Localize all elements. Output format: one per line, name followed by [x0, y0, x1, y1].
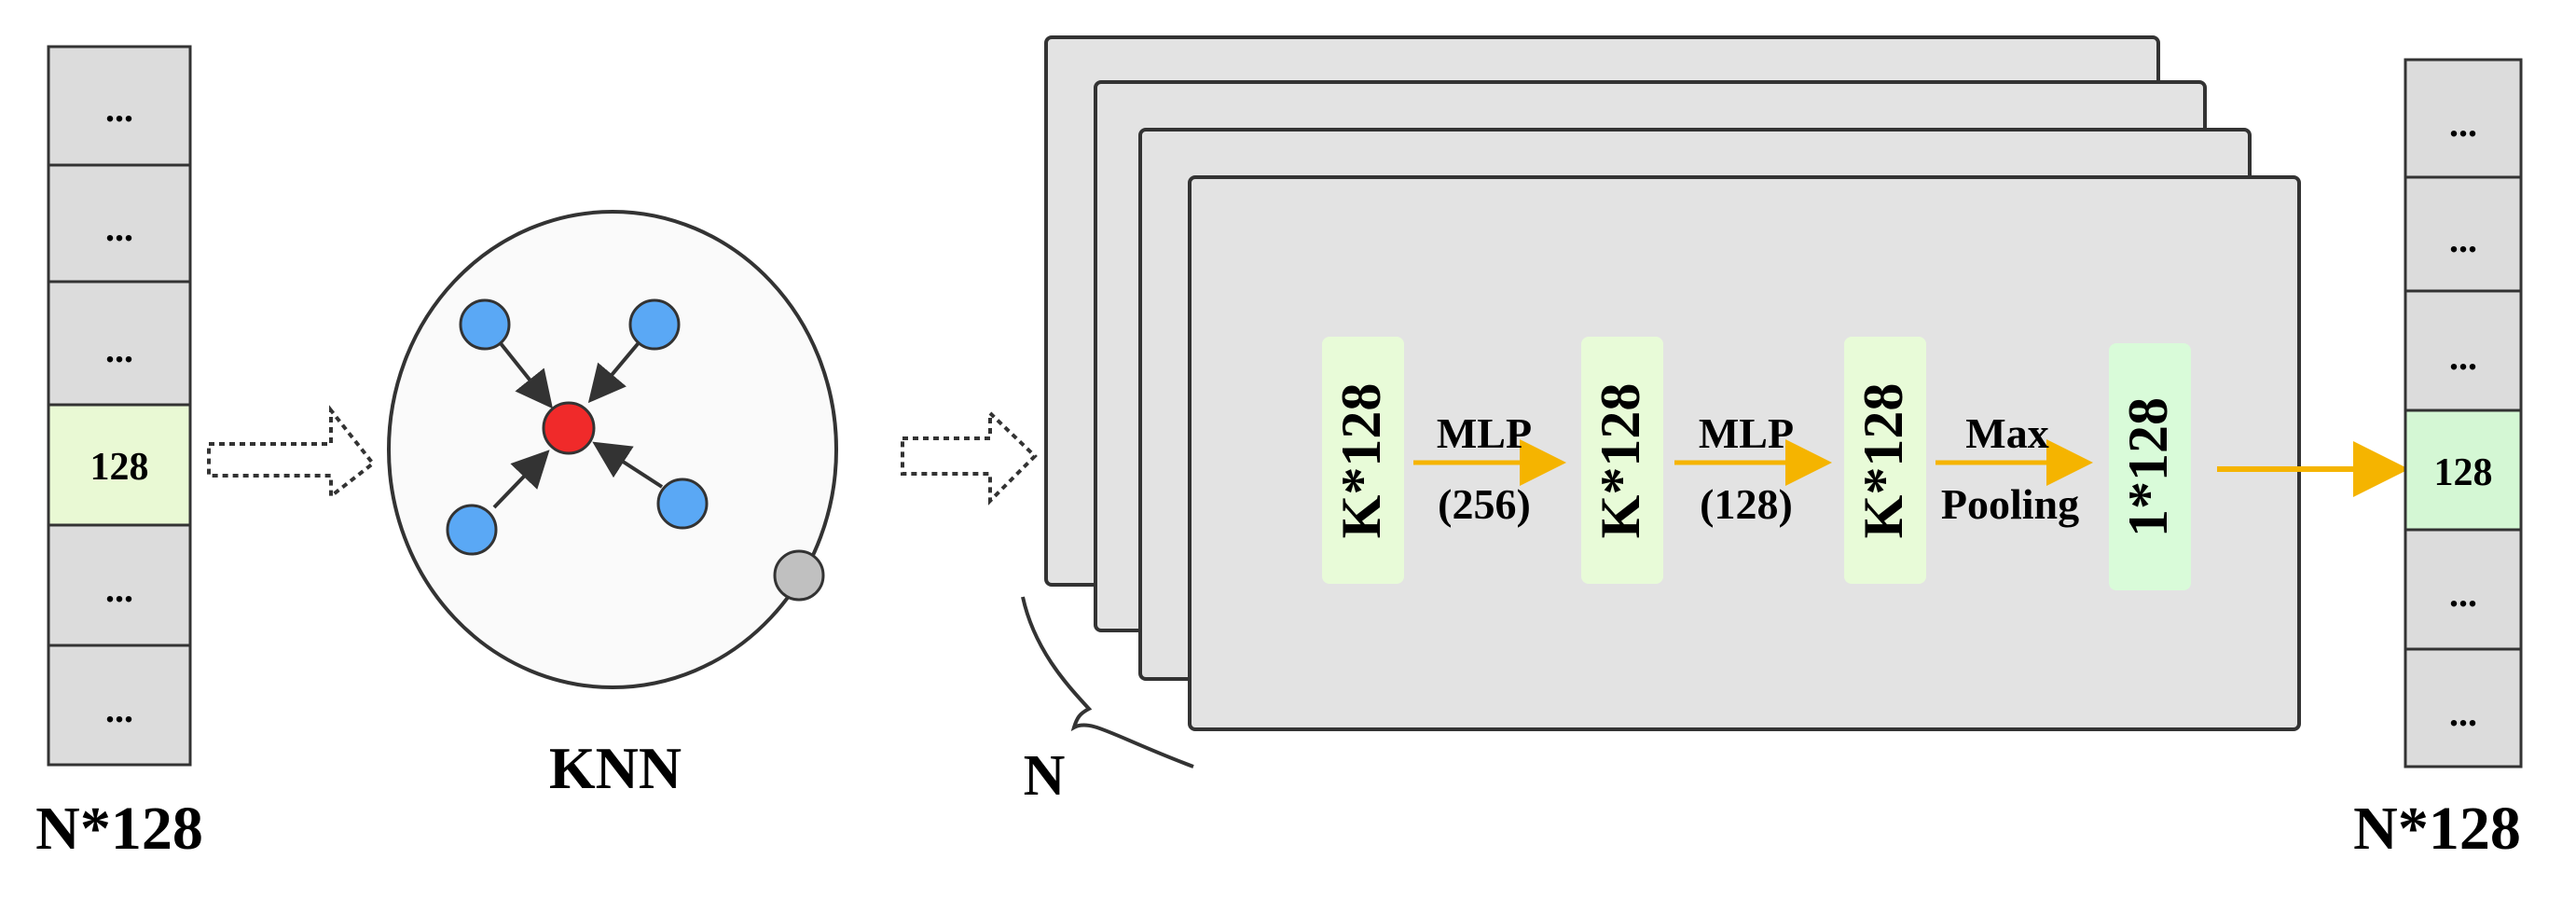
right-feature-vector: ... ... ... 128 ... ... N*128: [2353, 58, 2523, 863]
left-cell-6-text: ...: [105, 688, 133, 730]
left-cell-1: [47, 45, 192, 167]
op-3-line1: Max: [1965, 409, 2048, 457]
knn-circle: [387, 210, 838, 689]
left-cell-6: [47, 644, 192, 767]
block-4-bg: [2109, 343, 2191, 590]
stack-brace: [1021, 596, 1194, 768]
right-cell-2: [2404, 175, 2523, 293]
op-2-line2: (128): [1700, 480, 1793, 528]
block-1-label: K*128: [1330, 383, 1392, 539]
hollow-arrow-1: [207, 405, 376, 501]
left-cell-2-text: ...: [105, 207, 133, 249]
block-2-bg: [1581, 337, 1663, 584]
op-1-line1: MLP: [1437, 409, 1532, 457]
left-cell-4: [47, 403, 192, 527]
right-cell-3-text: ...: [2449, 336, 2477, 378]
block-1-bg: [1322, 337, 1404, 584]
right-cell-6-text: ...: [2449, 692, 2477, 734]
right-cell-4: [2404, 408, 2523, 532]
block-4-label: 1*128: [2117, 397, 2179, 537]
neighbor-node-1: [459, 298, 511, 351]
neighbor-node-2: [628, 298, 681, 351]
right-cell-1-text: ...: [2449, 103, 2477, 145]
block-3-bg: [1844, 337, 1926, 584]
block-3-label: K*128: [1853, 383, 1914, 539]
block-2-label: K*128: [1590, 383, 1651, 539]
knn-edge-3: [492, 450, 550, 509]
center-node: [542, 401, 596, 455]
neighbor-node-4: [656, 478, 709, 530]
left-cell-2: [47, 163, 192, 284]
left-cell-1-text: ...: [105, 88, 133, 130]
left-cell-3-text: ...: [105, 328, 133, 370]
stack-panel-4: [1188, 175, 2301, 731]
left-cell-4-text: 128: [90, 446, 149, 489]
left-cell-3: [47, 280, 192, 407]
right-vector-label: N*128: [2353, 795, 2521, 863]
left-vector-label: N*128: [35, 795, 203, 863]
op-2-line1: MLP: [1699, 409, 1794, 457]
right-cell-5: [2404, 528, 2523, 651]
knn-edge-2: [587, 338, 643, 404]
right-cell-5-text: ...: [2449, 573, 2477, 615]
right-cell-3: [2404, 289, 2523, 412]
op-1-line2: (256): [1438, 480, 1531, 528]
knn-edge-1: [494, 336, 553, 409]
neighbor-node-3: [446, 504, 498, 556]
right-cell-4-text: 128: [2434, 451, 2493, 494]
knn-edge-4: [592, 441, 664, 489]
right-cell-2-text: ...: [2449, 218, 2477, 260]
outlier-node: [773, 549, 825, 602]
stack-count-label: N: [1024, 744, 1066, 808]
knn-neighborhood: KNN: [387, 210, 838, 801]
hollow-arrow-2: [901, 408, 1038, 505]
knn-label: KNN: [549, 735, 682, 801]
right-cell-1: [2404, 58, 2523, 179]
right-cell-6: [2404, 647, 2523, 768]
left-cell-5-text: ...: [105, 568, 133, 610]
panel-stack: N K*128 K*128 K*128 1*128 MLP (256) MLP …: [1021, 35, 2301, 808]
op-3-line2: Pooling: [1941, 480, 2079, 528]
left-feature-vector: ... ... ... 128 ... ... N*128: [35, 45, 203, 863]
